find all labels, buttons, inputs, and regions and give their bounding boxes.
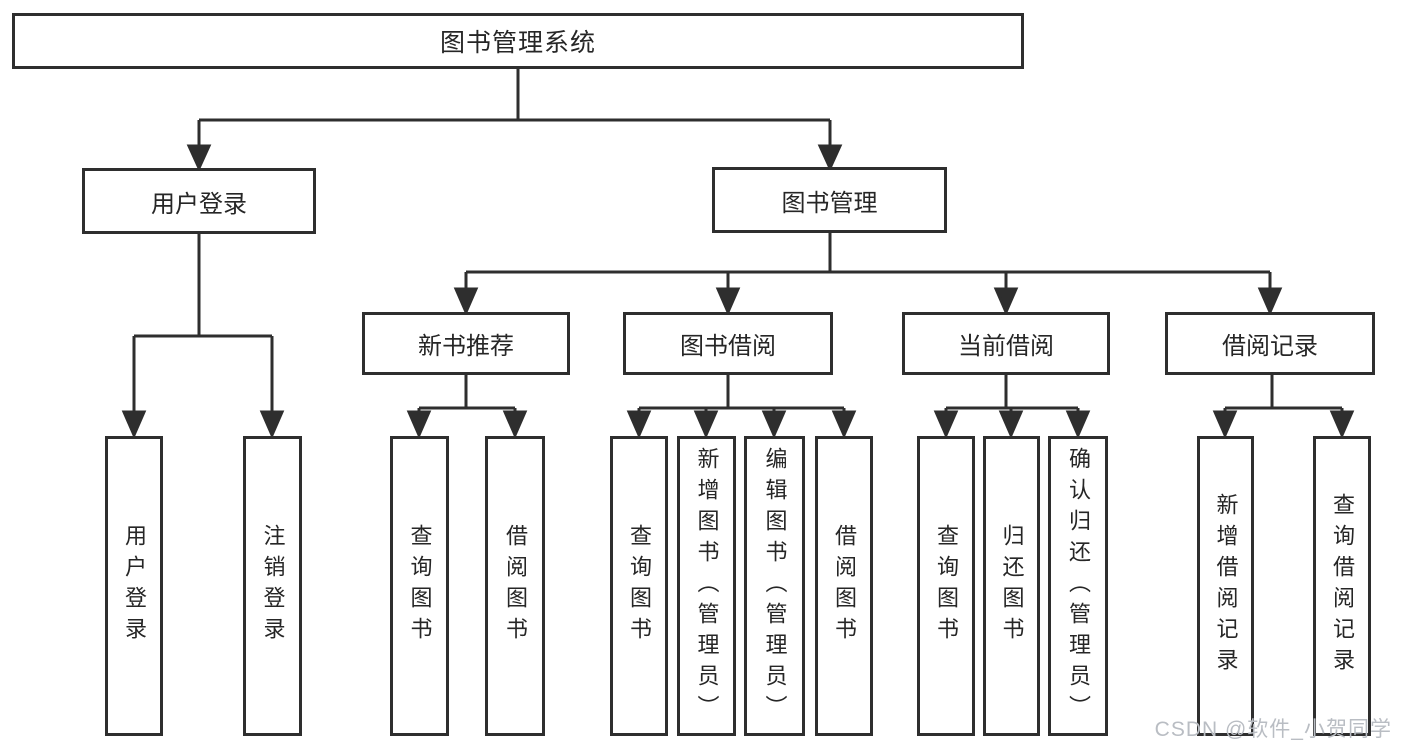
node-label: 用户登录 xyxy=(122,524,147,648)
node-new-book-recommend: 新书推荐 xyxy=(362,312,570,375)
arrow-down-icon xyxy=(121,410,147,439)
arrow-down-icon xyxy=(626,410,652,439)
arrow-down-icon xyxy=(1329,410,1355,439)
node-logout-action: 注销登录 xyxy=(243,436,302,736)
node-borrow-edit-books-admin: 编辑图书（管理员） xyxy=(744,436,805,736)
node-label: 确认归还（管理员） xyxy=(1066,446,1091,726)
arrow-down-icon xyxy=(502,410,528,439)
node-label: 新增图书（管理员） xyxy=(694,446,720,726)
node-label: 图书管理 xyxy=(781,189,878,217)
node-label: 图书管理系统 xyxy=(439,29,596,57)
connector-user-login-to-leaves xyxy=(121,234,285,439)
node-book-borrow: 图书借阅 xyxy=(623,312,833,375)
connector-borrow-record-to-leaves xyxy=(1212,375,1355,439)
node-library-management-system: 图书管理系统 xyxy=(12,13,1024,69)
node-book-management: 图书管理 xyxy=(712,167,947,233)
arrow-down-icon xyxy=(831,410,857,439)
node-label: 查询图书 xyxy=(407,524,433,648)
arrow-down-icon xyxy=(933,410,959,439)
node-borrow-record: 借阅记录 xyxy=(1165,312,1375,375)
arrow-down-icon xyxy=(693,410,719,439)
arrow-down-icon xyxy=(259,410,285,439)
node-label: 查询借阅记录 xyxy=(1330,493,1355,679)
node-recommend-borrow-books: 借阅图书 xyxy=(485,436,545,736)
node-label: 新书推荐 xyxy=(418,333,514,360)
node-borrow-query-books: 查询图书 xyxy=(610,436,668,736)
arrow-down-icon xyxy=(406,410,432,439)
node-current-return-books: 归还图书 xyxy=(983,436,1040,736)
node-label: 新增借阅记录 xyxy=(1213,493,1239,679)
arrow-down-icon xyxy=(761,410,787,439)
node-label: 借阅图书 xyxy=(503,524,528,648)
node-user-login-action: 用户登录 xyxy=(105,436,163,736)
node-label: 查询图书 xyxy=(934,524,959,648)
arrow-down-icon xyxy=(1212,410,1238,439)
connector-current-borrow-to-leaves xyxy=(933,375,1091,439)
node-current-query-books: 查询图书 xyxy=(917,436,975,736)
arrow-down-icon xyxy=(993,287,1019,316)
node-label: 图书借阅 xyxy=(680,333,776,360)
arrow-down-icon xyxy=(1257,287,1283,316)
arrow-down-icon xyxy=(998,410,1024,439)
arrow-down-icon xyxy=(715,287,741,316)
node-label: 借阅记录 xyxy=(1222,333,1318,360)
arrow-down-icon xyxy=(1065,410,1091,439)
node-label: 借阅图书 xyxy=(832,524,857,648)
node-current-confirm-return-admin: 确认归还（管理员） xyxy=(1048,436,1108,736)
node-record-query-borrow-record: 查询借阅记录 xyxy=(1313,436,1371,736)
node-label: 用户登录 xyxy=(151,190,247,218)
connector-new-book-recommend-to-leaves xyxy=(406,375,528,439)
node-record-add-borrow-record: 新增借阅记录 xyxy=(1197,436,1254,736)
node-borrow-add-books-admin: 新增图书（管理员） xyxy=(677,436,736,736)
arrow-down-icon xyxy=(186,144,212,172)
node-recommend-query-books: 查询图书 xyxy=(390,436,449,736)
node-label: 当前借阅 xyxy=(958,333,1054,360)
node-current-borrow: 当前借阅 xyxy=(902,312,1110,375)
node-user-login: 用户登录 xyxy=(82,168,316,234)
connector-book-borrow-to-leaves xyxy=(626,375,857,439)
node-label: 注销登录 xyxy=(260,524,286,648)
node-borrow-borrow-books: 借阅图书 xyxy=(815,436,873,736)
node-label: 查询图书 xyxy=(627,524,652,648)
node-label: 编辑图书（管理员） xyxy=(762,446,788,726)
node-label: 归还图书 xyxy=(999,524,1025,648)
arrow-down-icon xyxy=(453,287,479,316)
arrow-down-icon xyxy=(817,144,843,172)
csdn-watermark: CSDN @软件_小贺同学 xyxy=(1154,718,1392,741)
connector-root-to-level2 xyxy=(186,69,843,172)
connector-book-management-to-level3 xyxy=(453,233,1283,316)
